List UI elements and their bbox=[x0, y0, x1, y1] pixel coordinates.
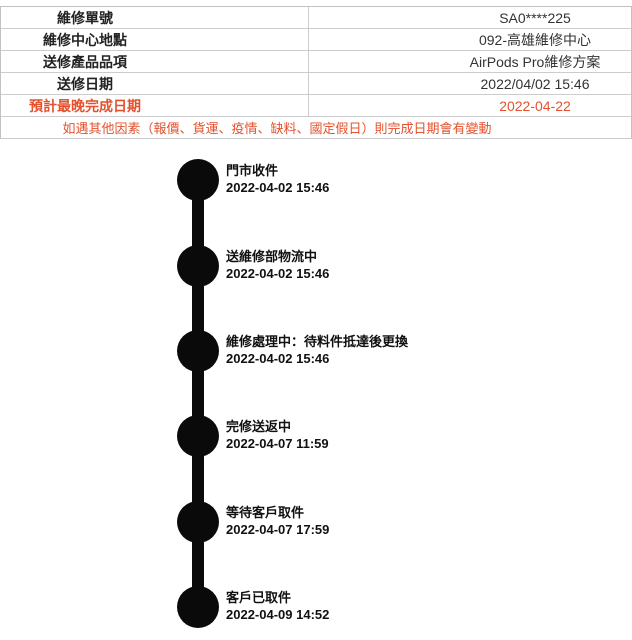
info-row-value-text: 2022/04/02 15:46 bbox=[480, 75, 590, 92]
timeline-step: 等待客戶取件 2022-04-07 17:59 bbox=[226, 504, 606, 538]
timeline-step: 送維修部物流中 2022-04-02 15:46 bbox=[226, 248, 606, 282]
timeline-step: 門市收件 2022-04-02 15:46 bbox=[226, 162, 606, 196]
info-rows: 維修單號 SA0****225 維修中心地點 092-高雄維修中心送修產品品項 AirP… bbox=[1, 7, 631, 117]
info-row-label-text: 送修產品品項 bbox=[43, 53, 127, 70]
info-row-label: 維修單號 bbox=[1, 7, 309, 28]
timeline-step: 維修處理中：待料件抵達後更換 2022-04-02 15:46 bbox=[226, 333, 606, 367]
info-row-label-text: 預計最晚完成日期 bbox=[29, 97, 141, 114]
info-row: 維修中心地點 092-高雄維修中心 bbox=[1, 29, 631, 51]
timeline-step-datetime: 2022-04-02 15:46 bbox=[226, 266, 330, 281]
info-row: 送修產品品項 AirPods Pro維修方案 bbox=[1, 51, 631, 73]
timeline-step-dot bbox=[177, 245, 219, 287]
timeline-step-dot bbox=[177, 586, 219, 628]
timeline-step-dot bbox=[177, 159, 219, 201]
info-row-value: 2022/04/02 15:46 bbox=[309, 73, 631, 94]
repair-info-table: 維修單號 SA0****225 維修中心地點 092-高雄維修中心送修產品品項 AirP… bbox=[0, 6, 632, 139]
info-row-label: 送修日期 bbox=[1, 73, 309, 94]
info-row-value-text: 092-高雄維修中心 bbox=[478, 31, 592, 48]
note-row: 如遇其他因素（報價、貨運、疫情、缺料、國定假日）則完成日期會有變動 bbox=[1, 117, 631, 139]
timeline-step: 客戶已取件 2022-04-09 14:52 bbox=[226, 589, 606, 623]
info-row-value: 092-高雄維修中心 bbox=[309, 29, 631, 50]
timeline-step-title: 客戶已取件 bbox=[226, 590, 292, 605]
info-row-label-text: 維修中心地點 bbox=[43, 31, 127, 48]
timeline-step-datetime: 2022-04-07 17:59 bbox=[226, 522, 330, 537]
info-row: 預計最晚完成日期 2022-04-22 bbox=[1, 95, 631, 117]
info-row-label-text: 送修日期 bbox=[57, 75, 113, 92]
info-row: 維修單號 SA0****225 bbox=[1, 7, 631, 29]
info-row-label-text: 維修單號 bbox=[57, 9, 113, 26]
timeline-step-datetime: 2022-04-02 15:46 bbox=[226, 180, 330, 195]
timeline-step-dot bbox=[177, 330, 219, 372]
info-row-value-text: SA0****225 bbox=[499, 9, 571, 26]
info-row-value-text: 2022-04-22 bbox=[499, 97, 571, 114]
info-row-label: 維修中心地點 bbox=[1, 29, 309, 50]
note-text: 如遇其他因素（報價、貨運、疫情、缺料、國定假日）則完成日期會有變動 bbox=[62, 121, 492, 136]
timeline-step-datetime: 2022-04-07 11:59 bbox=[226, 436, 329, 451]
timeline-step-title: 等待客戶取件 bbox=[226, 505, 305, 520]
timeline-step: 完修送返中 2022-04-07 11:59 bbox=[226, 418, 606, 452]
timeline-step-title: 維修處理中：待料件抵達後更換 bbox=[226, 334, 409, 349]
timeline-step-dot bbox=[177, 415, 219, 457]
timeline-step-dot bbox=[177, 501, 219, 543]
info-row-value-text: AirPods Pro維修方案 bbox=[469, 53, 601, 70]
info-row-label: 送修產品品項 bbox=[1, 51, 309, 72]
info-row-value: AirPods Pro維修方案 bbox=[309, 51, 631, 72]
info-row: 送修日期 2022/04/02 15:46 bbox=[1, 73, 631, 95]
info-row-value: 2022-04-22 bbox=[309, 95, 631, 116]
timeline-step-title: 送維修部物流中 bbox=[226, 249, 318, 264]
info-row-value: SA0****225 bbox=[309, 7, 631, 28]
info-row-label: 預計最晚完成日期 bbox=[1, 95, 309, 116]
timeline-step-title: 門市收件 bbox=[226, 163, 279, 178]
timeline-step-title: 完修送返中 bbox=[226, 419, 292, 434]
timeline-step-datetime: 2022-04-02 15:46 bbox=[226, 351, 330, 366]
timeline-step-datetime: 2022-04-09 14:52 bbox=[226, 607, 330, 622]
